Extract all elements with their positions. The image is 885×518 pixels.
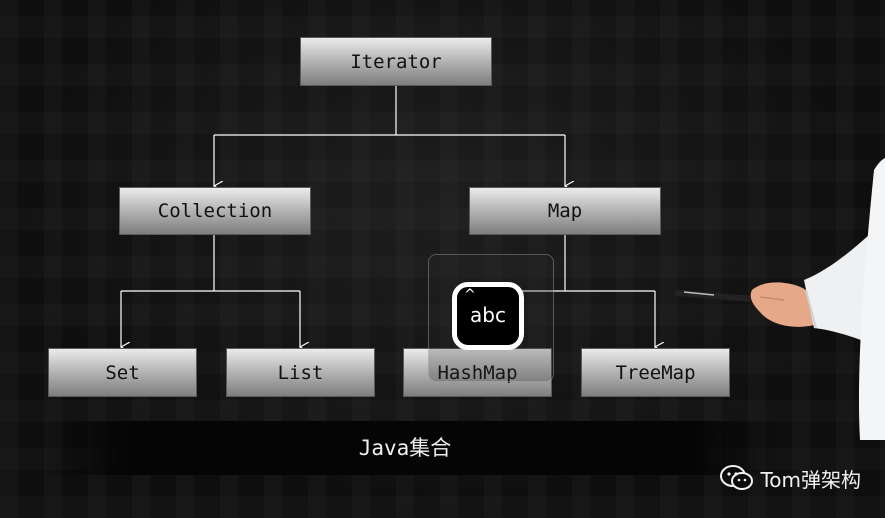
node-map: Map (469, 187, 661, 235)
caret-icon: ^ (464, 287, 476, 303)
node-list: List (226, 348, 375, 397)
node-hashmap: HashMap (403, 348, 552, 397)
keyboard-icon-label: abc (470, 303, 506, 327)
keyboard-abc-icon: ^ abc (452, 282, 524, 350)
node-treemap: TreeMap (581, 348, 730, 397)
watermark-text: Tom弹架构 (760, 467, 861, 492)
slide-caption: Java集合 (358, 436, 452, 460)
watermark: Tom弹架构 (720, 462, 861, 494)
node-iterator: Iterator (300, 37, 492, 86)
presenter-figure (675, 158, 885, 440)
wechat-icon (720, 465, 754, 490)
node-collection: Collection (119, 187, 311, 235)
node-set: Set (48, 348, 197, 397)
caption-band (40, 421, 780, 475)
